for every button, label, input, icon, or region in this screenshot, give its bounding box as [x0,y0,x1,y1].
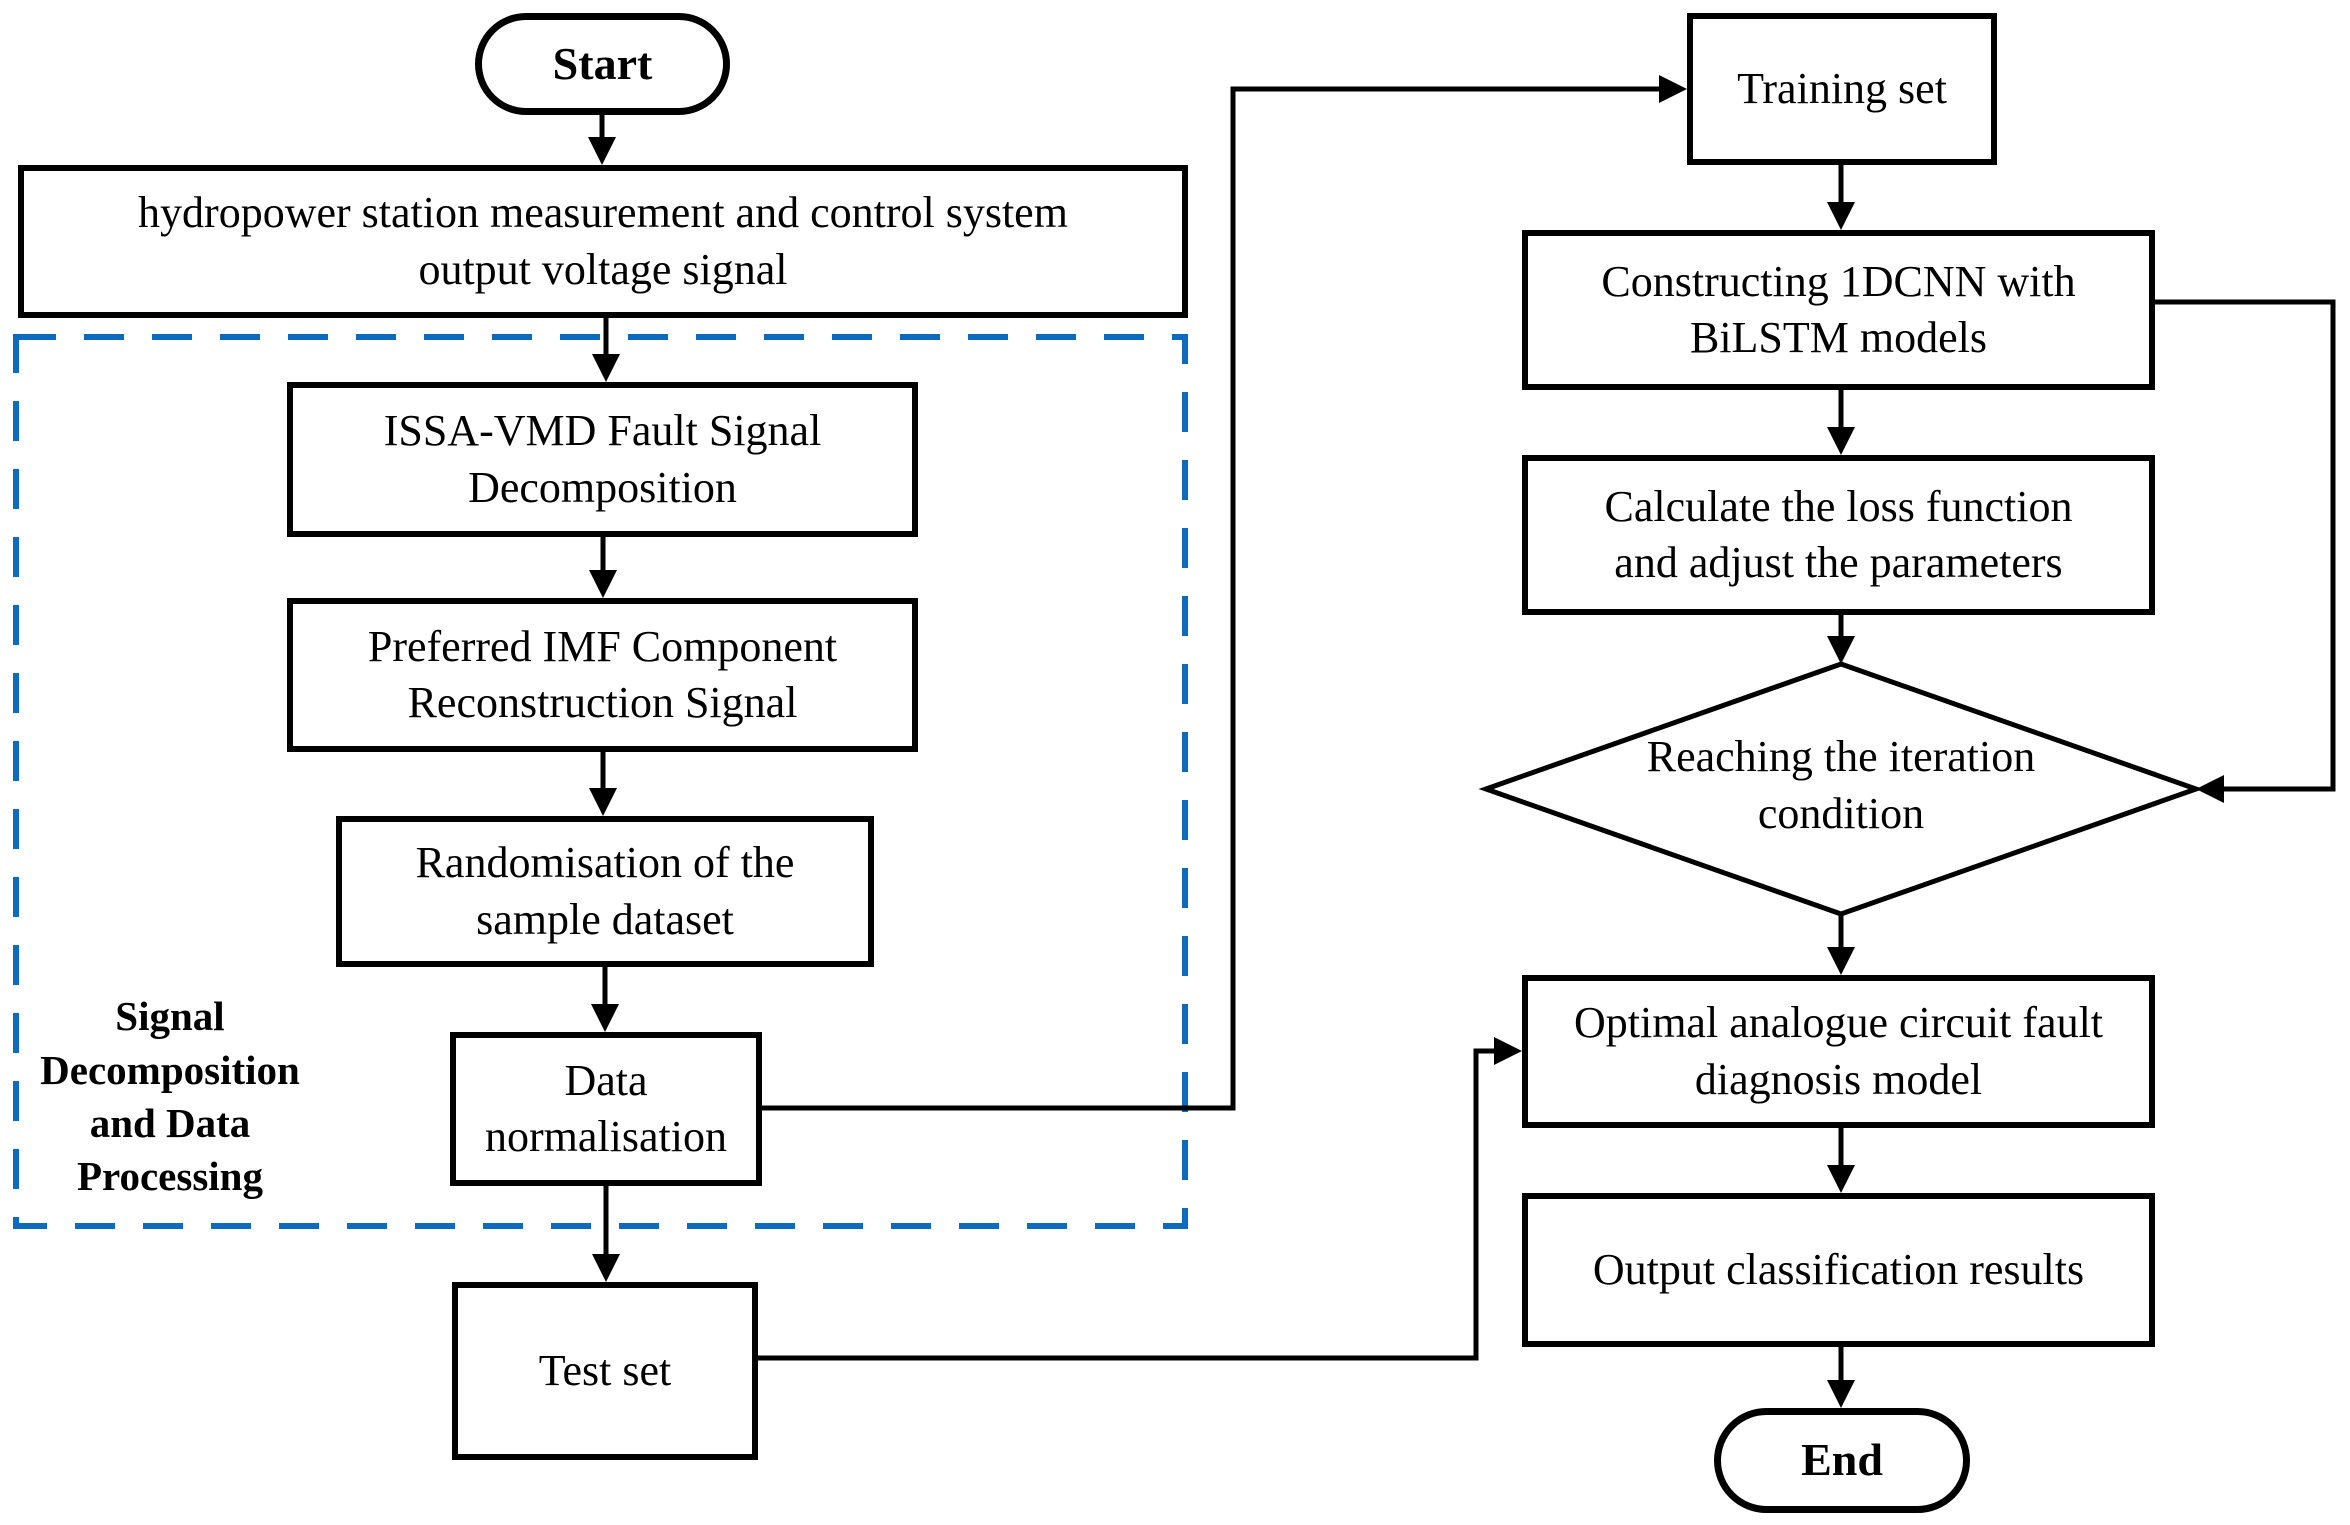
arrowhead-into-output [1827,1165,1855,1193]
node-issa-vmd-decomposition: ISSA-VMD Fault Signal Decomposition [287,382,918,537]
arrowhead-into-preferred [589,570,617,598]
node-decision-label: Reaching the iteration condition [1646,731,2036,838]
node-output-results: Output classification results [1522,1193,2155,1347]
arrowhead-into-optimal-left [1494,1037,1522,1065]
arrowhead-into-end [1827,1380,1855,1408]
node-calculate-loss: Calculate the loss function and adjust t… [1522,455,2155,615]
arrowhead-into-randomisation [589,788,617,816]
arrowhead-into-calculate [1827,427,1855,455]
arrowhead-into-decision-right [2196,775,2224,803]
node-test-set: Test set [452,1282,758,1460]
edge-datanorm-training [762,86,1659,1111]
arrowhead-into-decision [1827,636,1855,664]
arrowhead-into-datanorm [591,1004,619,1032]
arrowhead-into-training [1659,75,1687,103]
edge-testset-optimal [758,1048,1494,1361]
decision-diamond-shape [1478,661,2204,917]
node-hydropower-signal: hydropower station measurement and contr… [18,165,1188,318]
node-start: Start [475,13,730,115]
arrow-heads [588,75,2224,1408]
edge-feedback-loop [2155,299,2336,792]
node-preferred-imf-reconstruction: Preferred IMF Component Reconstruction S… [287,598,918,752]
arrowhead-into-issa [592,354,620,382]
arrowhead-into-constructing [1827,202,1855,230]
arrowhead-into-hydropower [588,137,616,165]
arrowhead-into-testset [592,1254,620,1282]
node-end: End [1714,1408,1970,1513]
node-optimal-model: Optimal analogue circuit fault diagnosis… [1522,975,2155,1128]
arrowhead-into-optimal [1827,947,1855,975]
node-training-set: Training set [1687,13,1997,165]
node-randomisation: Randomisation of the sample dataset [336,816,874,967]
arrow-lines [599,86,2336,1382]
node-constructing-1dcnn-bilstm: Constructing 1DCNN with BiLSTM models [1522,230,2155,390]
node-data-normalisation: Data normalisation [450,1032,762,1186]
region-caption: Signal Decomposition and Data Processing [40,993,300,1200]
